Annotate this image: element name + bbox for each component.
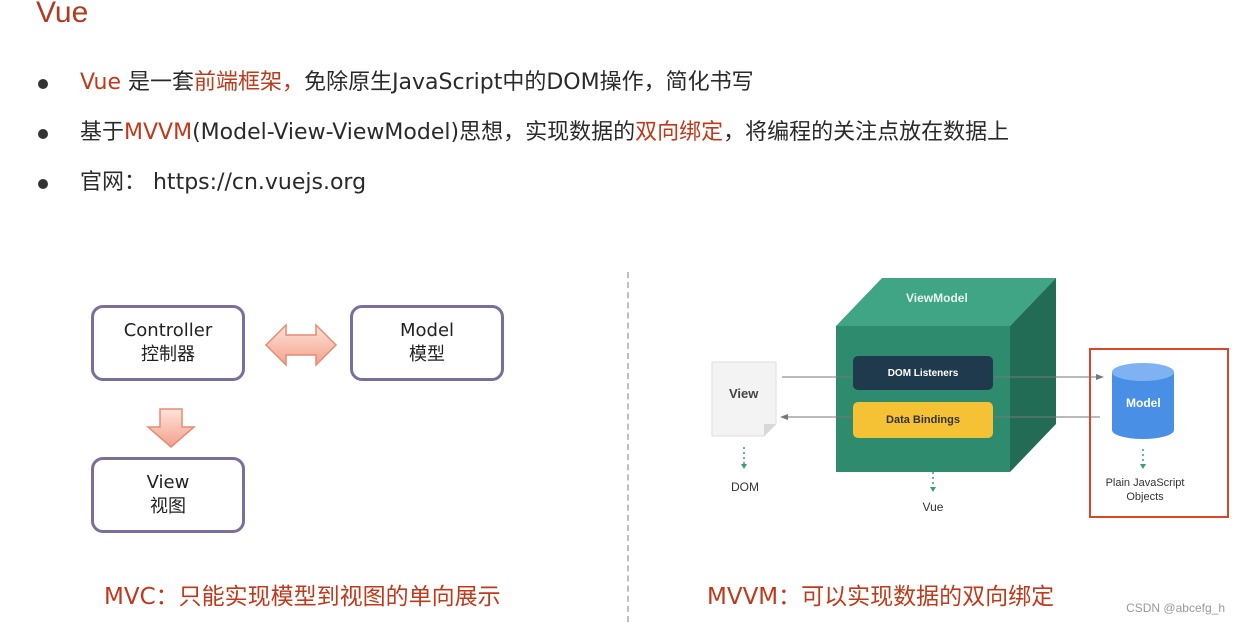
- bullet-item: 官网： https://cn.vuejs.org: [36, 166, 1009, 216]
- bullet-text: 基于: [80, 120, 125, 145]
- plain-objects-line1: Plain JavaScript: [1105, 477, 1185, 489]
- mvc-model-box: Model 模型: [350, 305, 504, 381]
- model-label-zh: 模型: [409, 344, 445, 365]
- data-bindings-bar: Data Bindings: [853, 402, 993, 438]
- mvc-caption: MVC：只能实现模型到视图的单向展示: [104, 584, 501, 610]
- model-dotted-arrow: [1140, 449, 1146, 469]
- model-highlight-frame: [1089, 348, 1229, 518]
- view-label: View: [729, 386, 759, 401]
- mvc-controller-box: Controller 控制器: [91, 305, 245, 381]
- viewmodel-cube: [836, 278, 1056, 472]
- highlighted-text: 双向绑定: [635, 120, 724, 145]
- bullet-text: 是一套: [121, 70, 195, 95]
- view-label-zh: 视图: [150, 496, 186, 517]
- dom-label: DOM: [731, 480, 759, 494]
- bullet-dot-icon: [38, 79, 48, 89]
- double-arrow-icon: [264, 323, 338, 367]
- section-divider: [627, 272, 629, 622]
- highlighted-text: MVVM: [124, 120, 193, 145]
- bullet-text: (Model-View-ViewModel)思想，实现数据的: [192, 120, 636, 145]
- dom-listeners-label: DOM Listeners: [887, 367, 959, 379]
- watermark: CSDN @abcefg_h: [1126, 601, 1225, 615]
- model-label-en: Model: [399, 320, 455, 341]
- highlighted-text: 前端框架，: [194, 70, 305, 95]
- viewmodel-label: ViewModel: [906, 291, 968, 305]
- bullet-item: Vue 是一套前端框架，免除原生JavaScript中的DOM操作，简化书写: [36, 66, 1009, 116]
- down-arrow-icon: [146, 408, 196, 448]
- mvc-view-box: View 视图: [91, 457, 245, 533]
- bullet-text: ，将编程的关注点放在数据上: [723, 120, 1010, 145]
- data-bindings-label: Data Bindings: [886, 414, 960, 426]
- model-cylinder-icon: [1112, 363, 1174, 439]
- plain-objects-label: Plain JavaScript Objects: [1096, 476, 1194, 504]
- model-label: Model: [1126, 396, 1161, 410]
- page-title: Vue: [36, 0, 89, 29]
- mvvm-caption: MVVM：可以实现数据的双向绑定: [707, 584, 1055, 610]
- dom-listeners-bar: DOM Listeners: [853, 356, 993, 390]
- plain-objects-line2: Objects: [1126, 491, 1164, 503]
- bullet-list: Vue 是一套前端框架，免除原生JavaScript中的DOM操作，简化书写基于…: [36, 66, 1009, 216]
- vue-dotted-arrow: [930, 472, 936, 492]
- bullet-text: 免除原生JavaScript中的DOM操作，简化书写: [304, 70, 754, 95]
- vue-label: Vue: [922, 500, 944, 514]
- bullet-text: 官网： https://cn.vuejs.org: [80, 170, 367, 195]
- bullet-dot-icon: [38, 129, 48, 139]
- controller-label-zh: 控制器: [141, 344, 195, 365]
- view-label-en: View: [146, 472, 190, 493]
- highlighted-text: Vue: [80, 70, 122, 95]
- controller-label-en: Controller: [123, 320, 213, 341]
- bullet-dot-icon: [38, 179, 48, 189]
- mvvm-connectors: [780, 374, 1104, 420]
- view-page-icon: [711, 361, 777, 437]
- dom-dotted-arrow: [741, 447, 747, 469]
- bullet-item: 基于MVVM(Model-View-ViewModel)思想，实现数据的双向绑定…: [36, 116, 1009, 166]
